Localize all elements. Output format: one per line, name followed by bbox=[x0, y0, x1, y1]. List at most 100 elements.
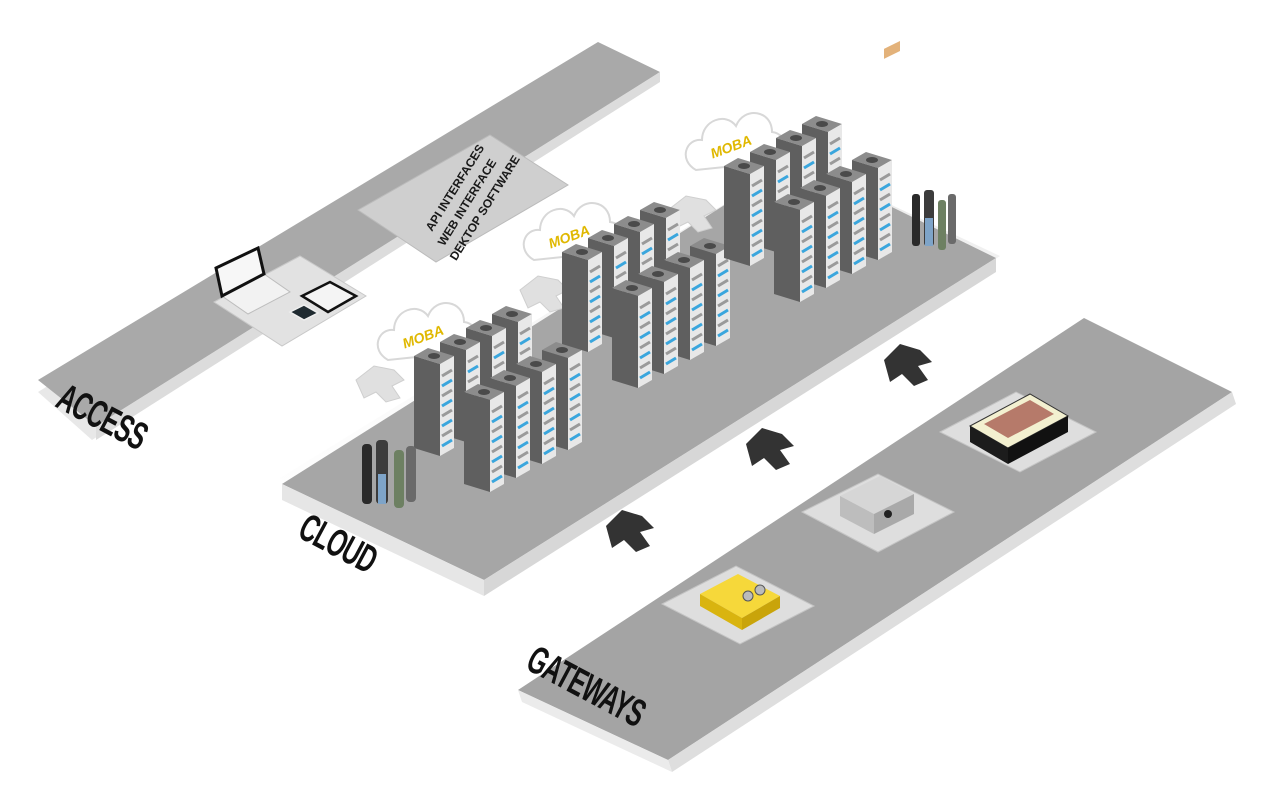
server-led bbox=[853, 186, 865, 196]
server-led bbox=[751, 178, 763, 188]
server-rack-icon bbox=[562, 244, 602, 352]
server-led bbox=[853, 216, 865, 226]
server-led bbox=[639, 320, 651, 330]
server-led bbox=[641, 256, 653, 266]
server-led bbox=[569, 402, 581, 412]
person-jeans bbox=[925, 218, 933, 246]
yellow-gateway-module-icon bbox=[700, 574, 780, 630]
server-led bbox=[517, 410, 529, 420]
server-led bbox=[691, 302, 703, 312]
server-led bbox=[717, 308, 729, 318]
server-led bbox=[751, 228, 763, 238]
server-led bbox=[879, 192, 891, 202]
server-led bbox=[589, 304, 601, 314]
server-led bbox=[801, 234, 813, 244]
server-led bbox=[853, 236, 865, 246]
server-led bbox=[615, 250, 627, 260]
server-led bbox=[441, 438, 453, 448]
person-icon bbox=[938, 200, 946, 250]
up-arrow-icon bbox=[884, 344, 932, 386]
server-led bbox=[691, 342, 703, 352]
server-led bbox=[717, 288, 729, 298]
person-icon bbox=[948, 194, 956, 244]
server-led bbox=[589, 264, 601, 274]
server-led bbox=[691, 292, 703, 302]
server-led bbox=[517, 440, 529, 450]
server-led bbox=[803, 150, 815, 160]
server-led bbox=[803, 170, 815, 180]
server-rack-icon bbox=[414, 348, 454, 456]
server-led bbox=[879, 212, 891, 222]
server-led bbox=[879, 222, 891, 232]
server-rack-icon bbox=[724, 158, 764, 266]
server-led bbox=[441, 388, 453, 398]
up-arrow-icon bbox=[606, 510, 654, 552]
server-led bbox=[717, 278, 729, 288]
server-led bbox=[665, 356, 677, 366]
server-led bbox=[589, 274, 601, 284]
server-led bbox=[691, 332, 703, 342]
server-led bbox=[517, 390, 529, 400]
server-led bbox=[827, 270, 839, 280]
server-led bbox=[639, 310, 651, 320]
server-led bbox=[493, 350, 505, 360]
server-led bbox=[639, 360, 651, 370]
server-led bbox=[569, 392, 581, 402]
server-led bbox=[639, 300, 651, 310]
server-led bbox=[801, 254, 813, 264]
person-jeans bbox=[378, 474, 386, 504]
server-led bbox=[879, 232, 891, 242]
server-led bbox=[667, 232, 679, 242]
display-gateway-terminal-icon bbox=[968, 393, 1070, 464]
server-led bbox=[519, 346, 531, 356]
server-led bbox=[491, 454, 503, 464]
server-led bbox=[827, 210, 839, 220]
server-led bbox=[543, 446, 555, 456]
server-led bbox=[691, 282, 703, 292]
person-icon bbox=[362, 444, 372, 504]
server-led bbox=[751, 218, 763, 228]
server-led bbox=[543, 436, 555, 446]
server-led bbox=[517, 420, 529, 430]
server-led bbox=[641, 246, 653, 256]
gateway-pad-2 bbox=[800, 41, 956, 553]
server-led bbox=[543, 386, 555, 396]
server-led bbox=[491, 404, 503, 414]
server-led bbox=[589, 324, 601, 334]
server-led bbox=[717, 328, 729, 338]
server-led bbox=[751, 198, 763, 208]
server-led bbox=[717, 268, 729, 278]
server-led bbox=[691, 312, 703, 322]
server-led bbox=[665, 286, 677, 296]
server-led bbox=[441, 418, 453, 428]
server-clusters bbox=[414, 116, 892, 492]
server-led bbox=[801, 214, 813, 224]
server-led bbox=[639, 370, 651, 380]
server-rack-icon bbox=[774, 194, 814, 302]
server-led bbox=[853, 256, 865, 266]
server-led bbox=[589, 314, 601, 324]
server-led bbox=[665, 306, 677, 316]
server-led bbox=[517, 430, 529, 440]
server-led bbox=[751, 248, 763, 258]
server-led bbox=[491, 464, 503, 474]
person-icon bbox=[406, 446, 416, 502]
access-devices bbox=[213, 245, 367, 347]
server-led bbox=[615, 270, 627, 280]
server-led bbox=[493, 360, 505, 370]
server-led bbox=[519, 326, 531, 336]
server-led bbox=[491, 434, 503, 444]
server-led bbox=[543, 416, 555, 426]
steel-gateway-box-icon bbox=[840, 41, 914, 534]
server-led bbox=[441, 398, 453, 408]
server-led bbox=[691, 272, 703, 282]
server-cluster-1 bbox=[414, 306, 582, 492]
server-led bbox=[641, 236, 653, 246]
server-led bbox=[569, 362, 581, 372]
server-led bbox=[665, 336, 677, 346]
server-led bbox=[751, 238, 763, 248]
server-led bbox=[569, 432, 581, 442]
server-led bbox=[639, 340, 651, 350]
server-led bbox=[543, 406, 555, 416]
